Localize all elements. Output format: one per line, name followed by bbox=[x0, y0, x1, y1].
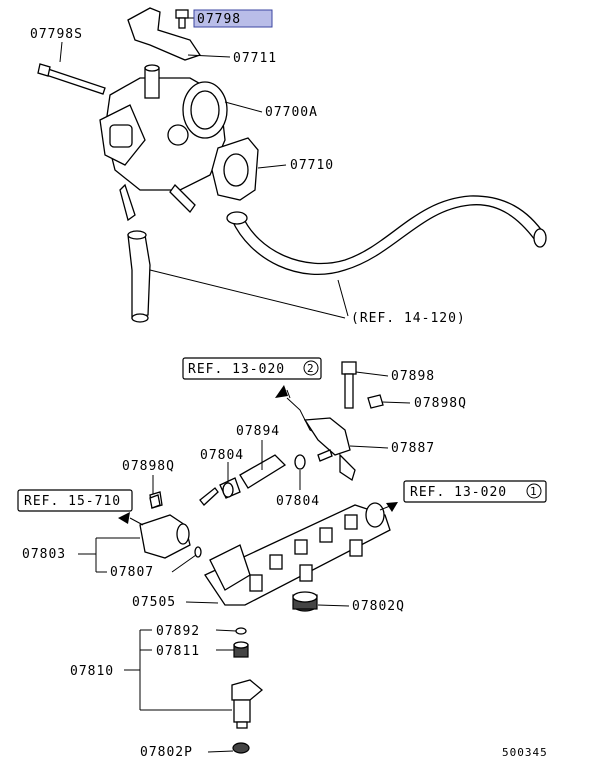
label-07802p[interactable]: 07802P bbox=[140, 745, 193, 760]
hose-large[interactable] bbox=[226, 195, 547, 275]
ref-box-13-020-2 bbox=[182, 357, 322, 380]
label-07898q-left[interactable]: 07898Q bbox=[122, 459, 175, 474]
fuel-rail[interactable] bbox=[204, 502, 391, 606]
label-ref13-020-2[interactable]: REF. 13-020 bbox=[188, 362, 285, 377]
label-07892[interactable]: 07892 bbox=[156, 624, 200, 639]
label-07811[interactable]: 07811 bbox=[156, 644, 200, 659]
label-07810[interactable]: 07810 bbox=[70, 664, 114, 679]
label-ref14-120[interactable]: (REF. 14-120) bbox=[351, 311, 466, 326]
throttle-body[interactable] bbox=[37, 7, 228, 222]
label-07894[interactable]: 07894 bbox=[236, 424, 280, 439]
label-07802q[interactable]: 07802Q bbox=[352, 599, 405, 614]
label-07807[interactable]: 07807 bbox=[110, 565, 154, 580]
label-07505[interactable]: 07505 bbox=[132, 595, 176, 610]
o-ring-07807[interactable] bbox=[194, 546, 202, 558]
label-07887[interactable]: 07887 bbox=[391, 441, 435, 456]
label-07798s[interactable]: 07798S bbox=[30, 27, 83, 42]
insulator-07802q[interactable] bbox=[292, 591, 318, 612]
ref-box-15-710 bbox=[17, 489, 133, 512]
clamp-07804[interactable] bbox=[222, 454, 306, 498]
label-07700a[interactable]: 07700A bbox=[265, 105, 318, 120]
label-07710[interactable]: 07710 bbox=[290, 158, 334, 173]
label-ref13-020-1[interactable]: REF. 13-020 bbox=[410, 485, 507, 500]
label-07798[interactable]: 07798 bbox=[197, 12, 241, 27]
vacuum-line[interactable] bbox=[199, 397, 356, 506]
injector[interactable] bbox=[231, 627, 264, 754]
label-07711[interactable]: 07711 bbox=[233, 51, 277, 66]
bolt-07898[interactable] bbox=[341, 361, 384, 409]
label-ref13-020-1-num: 1 bbox=[530, 485, 538, 498]
hose-small[interactable] bbox=[127, 230, 151, 323]
diagram-id: 500345 bbox=[502, 746, 548, 759]
label-07898q-right[interactable]: 07898Q bbox=[414, 396, 467, 411]
pressure-regulator[interactable] bbox=[139, 491, 191, 559]
bolt-07898q-left[interactable] bbox=[149, 494, 161, 509]
label-07804-b[interactable]: 07804 bbox=[276, 494, 320, 509]
label-07803[interactable]: 07803 bbox=[22, 547, 66, 562]
ref-arrows bbox=[118, 385, 398, 526]
label-ref15-710[interactable]: REF. 15-710 bbox=[24, 494, 121, 509]
circle-2-icon bbox=[303, 360, 319, 376]
highlight-box bbox=[193, 9, 273, 28]
circle-1-icon bbox=[526, 483, 542, 499]
label-07898[interactable]: 07898 bbox=[391, 369, 435, 384]
label-ref13-020-2-num: 2 bbox=[307, 362, 315, 375]
gasket[interactable] bbox=[211, 137, 259, 201]
ref-box-13-020-1 bbox=[403, 480, 547, 503]
label-07804-a[interactable]: 07804 bbox=[200, 448, 244, 463]
leader-lines bbox=[59, 17, 411, 753]
